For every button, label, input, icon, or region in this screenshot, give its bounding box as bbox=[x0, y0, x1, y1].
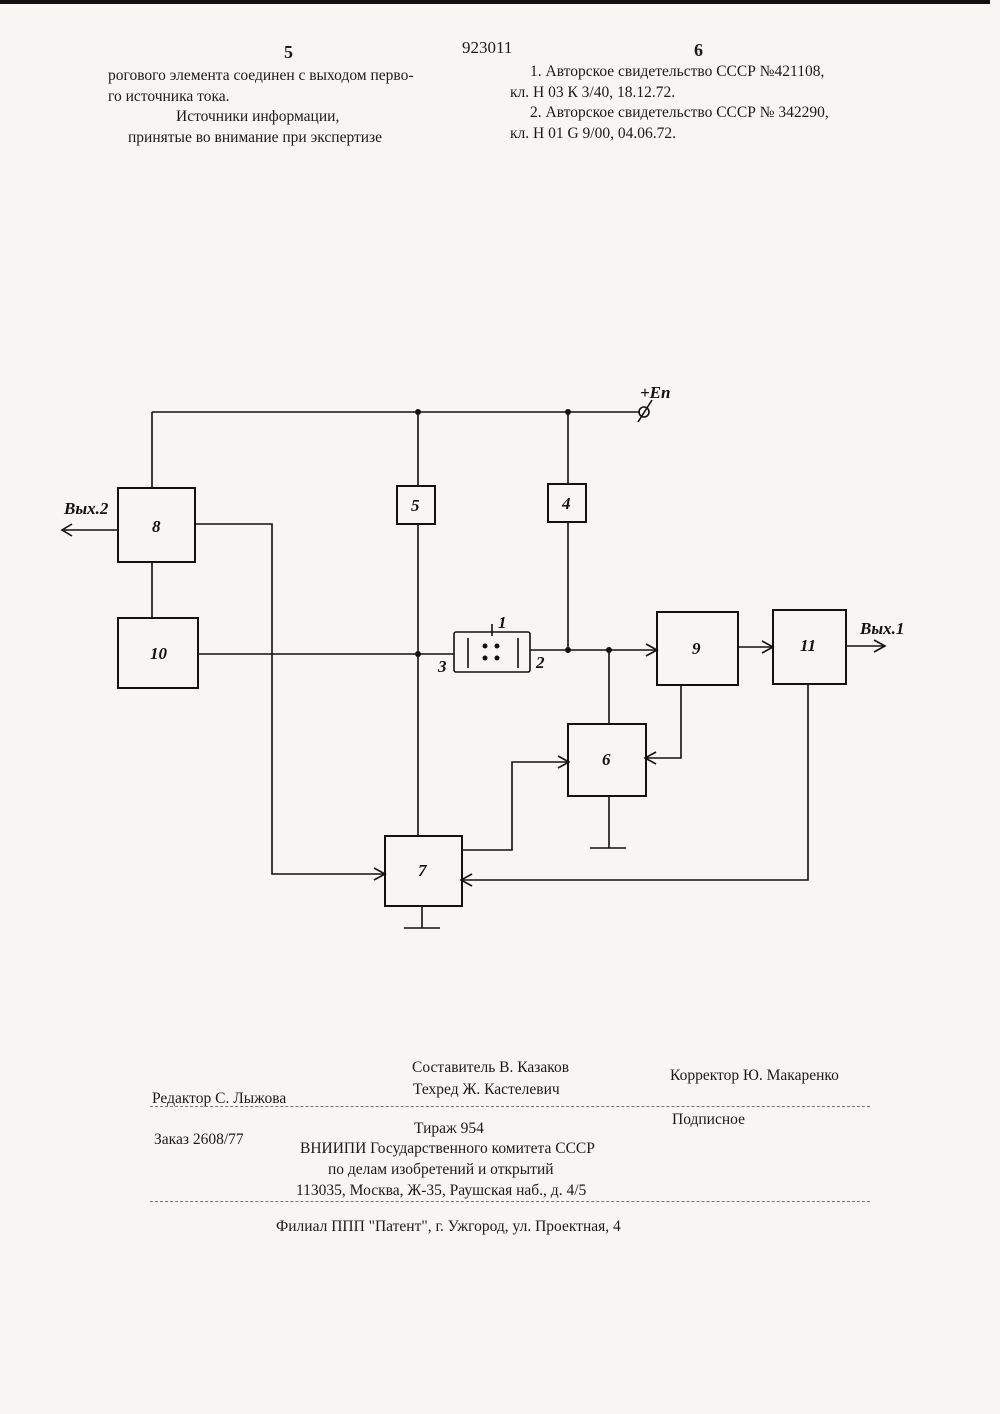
junction-dot bbox=[565, 409, 571, 415]
block-8-label: 8 bbox=[152, 517, 161, 536]
organization-line-2: по делам изобретений и открытий bbox=[328, 1160, 554, 1180]
block-10-label: 10 bbox=[150, 644, 168, 663]
block-11-label: 11 bbox=[800, 636, 816, 655]
block-5-label: 5 bbox=[411, 496, 420, 515]
element-label-2: 2 bbox=[535, 653, 545, 672]
wire-9-to-6 bbox=[646, 685, 681, 758]
subscription: Подписное bbox=[672, 1110, 745, 1130]
junction-dot bbox=[415, 409, 421, 415]
compiler: Составитель В. Казаков bbox=[412, 1058, 569, 1078]
wire-11-to-7 bbox=[462, 684, 808, 880]
element-1-plates bbox=[468, 638, 518, 668]
block-9-label: 9 bbox=[692, 639, 701, 658]
techred: Техред Ж. Кастелевич bbox=[413, 1080, 560, 1100]
organization-address: 113035, Москва, Ж-35, Раушская наб., д. … bbox=[296, 1181, 586, 1201]
out1-label: Вых.1 bbox=[859, 619, 904, 638]
element-1-dot bbox=[495, 656, 500, 661]
out2-label: Вых.2 bbox=[63, 499, 109, 518]
supply-terminal-slash bbox=[638, 400, 652, 422]
element-1-dot bbox=[483, 656, 488, 661]
order-number: Заказ 2608/77 bbox=[154, 1130, 244, 1150]
junction-dot bbox=[565, 647, 571, 653]
organization-line-1: ВНИИПИ Государственного комитета СССР bbox=[300, 1139, 595, 1159]
corrector: Корректор Ю. Макаренко bbox=[670, 1066, 839, 1086]
circulation: Тираж 954 bbox=[414, 1119, 484, 1139]
wire-7-to-6 bbox=[462, 762, 568, 850]
element-1-dot bbox=[483, 644, 488, 649]
ground-7 bbox=[404, 906, 440, 928]
branch-address: Филиал ППП "Патент", г. Ужгород, ул. Про… bbox=[276, 1217, 621, 1237]
footer-divider-1 bbox=[150, 1106, 870, 1107]
footer-divider-2 bbox=[150, 1201, 870, 1202]
block-4-label: 4 bbox=[561, 494, 571, 513]
element-1-dot bbox=[495, 644, 500, 649]
block-6-label: 6 bbox=[602, 750, 611, 769]
wire-8-to-7 bbox=[195, 524, 383, 874]
block-7-label: 7 bbox=[418, 861, 428, 880]
supply-label: +Eп bbox=[640, 383, 670, 402]
junction-dot bbox=[415, 651, 421, 657]
element-label-3: 3 bbox=[437, 657, 447, 676]
ground-6 bbox=[590, 796, 626, 848]
element-label-1: 1 bbox=[498, 613, 507, 632]
